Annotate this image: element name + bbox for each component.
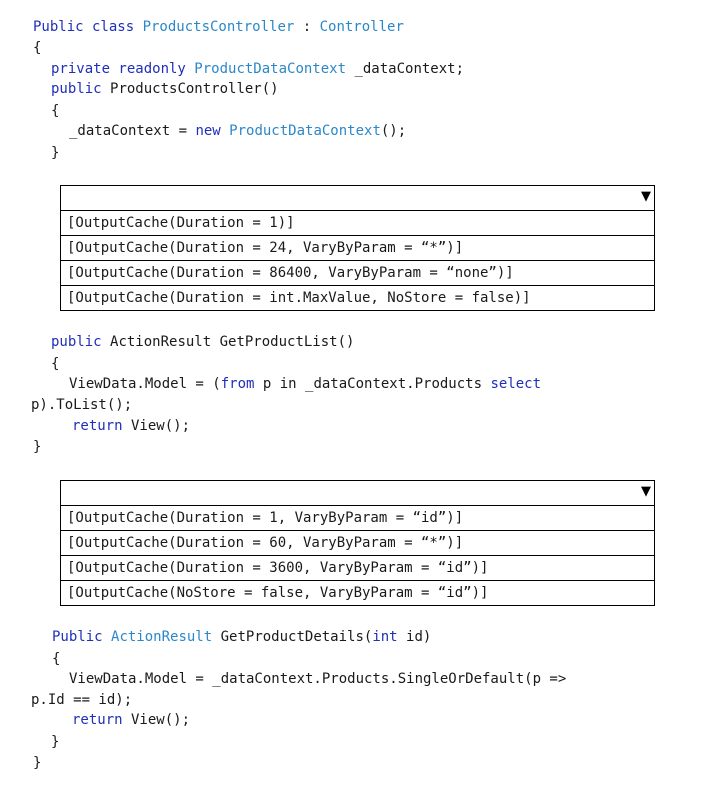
code-line-open-brace: { xyxy=(51,103,60,119)
code-line-open-brace: { xyxy=(52,651,61,667)
output-cache-dropdown-1[interactable]: ▼ [OutputCache(Duration = 1)] [OutputCac… xyxy=(60,185,655,311)
code-line-close-brace: } xyxy=(51,734,60,750)
code-line-linq-query: ViewData.Model = (from p in _dataContext… xyxy=(69,376,542,392)
dropdown-1-header[interactable]: ▼ xyxy=(61,186,654,211)
code-line-close-brace: } xyxy=(51,145,60,161)
code-line-class-declaration: Public class ProductsController : Contro… xyxy=(33,19,404,35)
dropdown-1-option[interactable]: [OutputCache(Duration = 86400, VaryByPar… xyxy=(61,261,654,286)
code-line-class-close-brace: } xyxy=(33,755,42,771)
code-line-open-brace: { xyxy=(33,40,42,56)
code-line-constructor: public ProductsController() xyxy=(51,81,279,97)
code-line-assignment: _dataContext = new ProductDataContext(); xyxy=(69,123,407,139)
dropdown-1-option[interactable]: [OutputCache(Duration = int.MaxValue, No… xyxy=(67,290,531,306)
dropdown-2-option[interactable]: [OutputCache(Duration = 3600, VaryByPara… xyxy=(61,556,654,581)
dropdown-2-option[interactable]: [OutputCache(Duration = 1, VaryByParam =… xyxy=(61,506,654,531)
code-line-open-brace: { xyxy=(51,356,60,372)
code-line-id-compare: p.Id == id); xyxy=(31,692,133,708)
code-line-method-list: public ActionResult GetProductList() xyxy=(51,334,355,350)
output-cache-dropdown-2[interactable]: ▼ [OutputCache(Duration = 1, VaryByParam… xyxy=(60,480,655,606)
dropdown-1-option[interactable]: [OutputCache(Duration = 24, VaryByParam … xyxy=(61,236,654,261)
code-line-field: private readonly ProductDataContext _dat… xyxy=(51,61,465,77)
dropdown-1-option[interactable]: [OutputCache(Duration = 1)] xyxy=(61,211,654,236)
dropdown-2-option[interactable]: [OutputCache(NoStore = false, VaryByPara… xyxy=(67,585,489,601)
chevron-down-icon[interactable]: ▼ xyxy=(641,484,651,499)
code-line-return: return View(); xyxy=(72,712,191,728)
dropdown-2-option[interactable]: [OutputCache(Duration = 60, VaryByParam … xyxy=(61,531,654,556)
dropdown-2-header[interactable]: ▼ xyxy=(61,481,654,506)
chevron-down-icon[interactable]: ▼ xyxy=(641,189,651,204)
code-line-method-details: Public ActionResult GetProductDetails(in… xyxy=(52,629,432,645)
code-line-return: return View(); xyxy=(72,418,191,434)
code-line-single-or-default: ViewData.Model = _dataContext.Products.S… xyxy=(69,671,567,687)
code-line-tolist: p).ToList(); xyxy=(31,397,133,413)
code-line-close-brace: } xyxy=(33,439,42,455)
